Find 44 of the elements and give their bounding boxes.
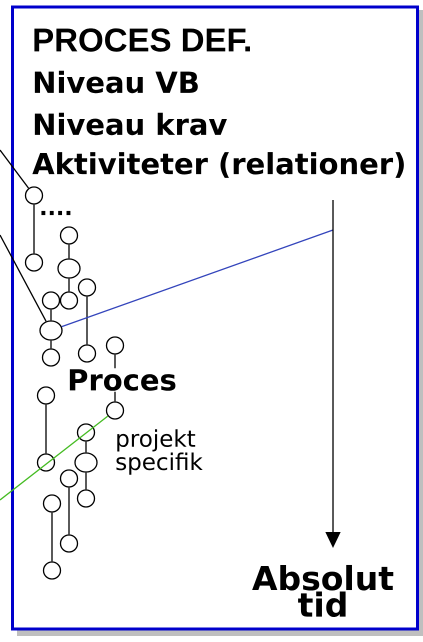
connector-line (62, 229, 334, 328)
circle-node (76, 423, 96, 442)
circle-node (42, 348, 60, 367)
connector-line (0, 416, 108, 501)
label-text: Absolut tid (252, 564, 394, 618)
circle-node (60, 291, 78, 310)
circle-node (60, 226, 78, 245)
circle-node (42, 561, 62, 580)
circle-node (24, 253, 44, 272)
circle-node (60, 469, 78, 488)
circle-node (36, 386, 56, 405)
circle-node (74, 452, 98, 473)
circle-node (39, 320, 63, 341)
heading-text: Niveau krav (34, 112, 227, 136)
connector-line (50, 310, 52, 320)
connector-line (85, 442, 87, 452)
panel (11, 6, 419, 630)
circle-node (78, 344, 96, 363)
circle-node (24, 186, 44, 205)
circle-node (42, 291, 60, 310)
heading-text: PROCES DEF. (34, 28, 250, 52)
connector-line (68, 488, 70, 534)
circle-node (78, 278, 96, 297)
circle-node (60, 534, 78, 553)
connector-line (0, 234, 47, 322)
circle-node (36, 453, 56, 472)
circle-node (106, 401, 124, 420)
connector-line (68, 244, 70, 258)
heading-text: Aktiviteter (relationer) (32, 152, 404, 178)
connector-line (45, 404, 47, 454)
circle-node (106, 336, 124, 355)
connector-line (68, 278, 70, 292)
connector-line (85, 472, 87, 490)
connector-line (50, 340, 52, 348)
circle-node (76, 489, 96, 508)
connector-line (0, 150, 30, 189)
circle-node (57, 258, 81, 279)
connector-line (86, 296, 88, 344)
connector-line (33, 204, 35, 254)
circle-node (42, 494, 62, 513)
label-text: projekt specifik (116, 429, 203, 475)
label-text: Proces (66, 368, 178, 392)
heading-text: Niveau VB (34, 70, 198, 94)
connector-line (51, 512, 53, 562)
